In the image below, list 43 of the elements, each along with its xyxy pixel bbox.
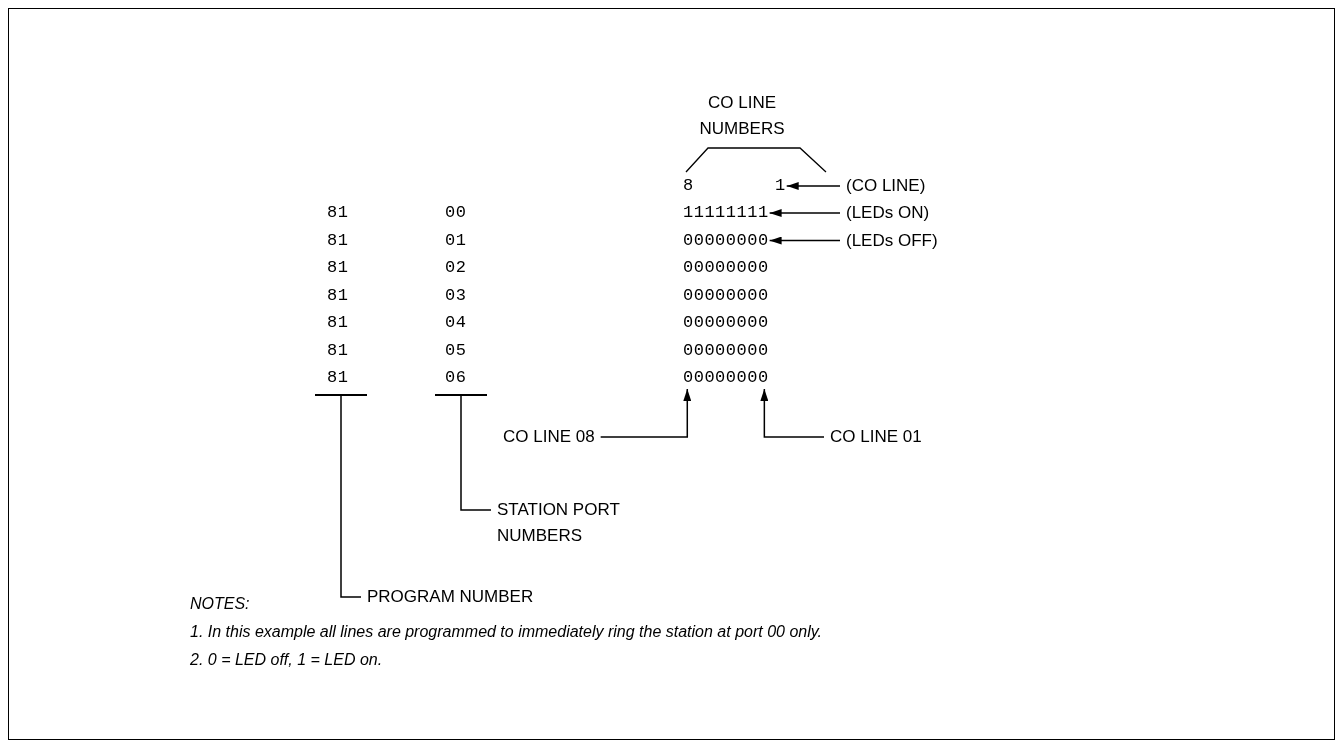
led-bit-row: 00000000 (683, 285, 769, 306)
co-line-digit: 8 (683, 176, 694, 196)
program-number: 81 (327, 340, 349, 361)
led-bit-row: 00000000 (683, 258, 769, 278)
program-number: 81 (327, 203, 349, 223)
port-number: 03 (445, 285, 467, 306)
underline-bar (315, 394, 367, 396)
program-number: 81 (327, 368, 349, 388)
leader-line (340, 395, 362, 598)
bracket-label: CO LINE NUMBERS (698, 92, 786, 140)
note-text: 2. 0 = LED off, 1 = LED on. (190, 650, 383, 670)
program-number: 81 (327, 230, 349, 251)
leader-arrow (785, 182, 841, 190)
co-line-digit: 1 (775, 176, 786, 196)
port-number: 02 (445, 258, 467, 278)
callout-label: (CO LINE) (846, 176, 926, 196)
note-text: 1. In this example all lines are programmed to immediately ring the station at port 00 only. (190, 622, 822, 642)
callout-label: (LEDs OFF) (846, 230, 938, 251)
leader-line (460, 395, 492, 511)
leader-arrow (599, 388, 692, 438)
callout-label: CO LINE 08 (503, 427, 595, 447)
port-number: 00 (445, 203, 467, 223)
leader-arrow (768, 209, 841, 217)
led-bit-row: 00000000 (683, 313, 769, 333)
led-bit-row: 00000000 (683, 368, 769, 388)
program-number: 81 (327, 313, 349, 333)
notes-heading: NOTES: (190, 594, 250, 614)
port-number: 05 (445, 340, 467, 361)
led-bit-row: 11111111 (683, 203, 769, 223)
program-number: 81 (327, 285, 349, 306)
leader-arrow (760, 388, 825, 438)
port-number: 01 (445, 230, 467, 251)
callout-label: CO LINE 01 (830, 427, 922, 447)
port-number: 04 (445, 313, 467, 333)
underline-bar (435, 394, 487, 396)
program-number: 81 (327, 258, 349, 278)
led-bit-row: 00000000 (683, 230, 769, 251)
led-bit-row: 00000000 (683, 340, 769, 361)
callout-label: PROGRAM NUMBER (367, 587, 534, 607)
callout-label: (LEDs ON) (846, 203, 930, 223)
port-number: 06 (445, 368, 467, 388)
leader-arrow (768, 236, 841, 245)
callout-label: STATION PORT NUMBERS (497, 497, 622, 549)
